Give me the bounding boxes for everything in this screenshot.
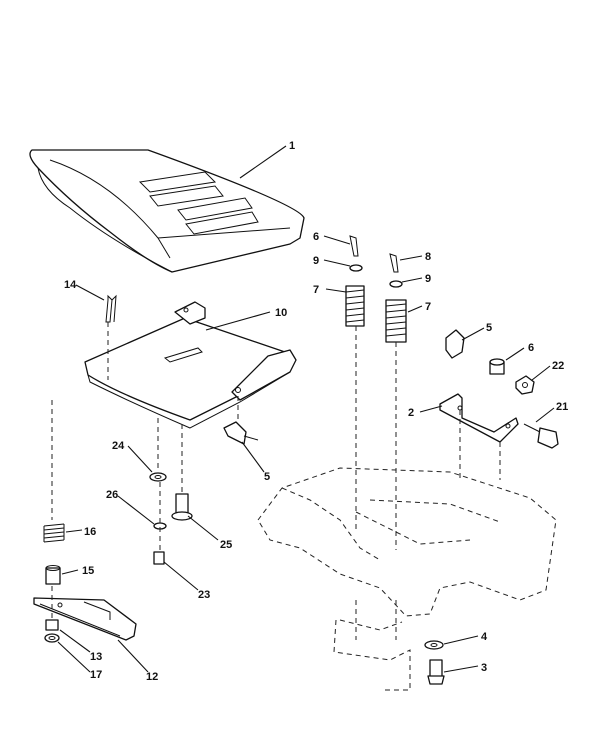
bushing-part-6-right [489,358,505,375]
leader-lines [57,145,555,673]
callout-6-right: 6 [528,342,534,354]
callout-3: 3 [481,662,487,674]
callout-5-left: 5 [264,471,270,483]
callout-17: 17 [90,669,102,681]
callout-9-right: 9 [425,273,431,285]
spring-part-7-left [345,285,365,327]
callout-15: 15 [82,565,94,577]
knob-part-21 [523,423,559,449]
callout-labels: 1 10 14 6 9 7 8 9 7 5 6 22 2 21 5 24 26 … [64,140,568,683]
washer-part-17 [44,633,60,643]
pin-part-8 [389,253,399,273]
nut-part-22 [515,375,535,395]
clip-part-5-right [445,329,465,359]
callout-25: 25 [220,539,232,551]
callout-5-right: 5 [486,322,492,334]
washer-part-4 [424,640,444,650]
callout-24: 24 [112,440,125,452]
pin-part-14 [105,294,117,323]
seat-pan-part [84,301,297,429]
bracket-part-2 [439,393,519,443]
callout-12: 12 [146,671,158,683]
nut-part-23 [153,551,165,565]
callout-7-right: 7 [425,301,431,313]
callout-21: 21 [556,401,568,413]
assembly-centerlines [51,322,501,640]
bushing-part-15 [45,565,61,585]
washer-part-24 [149,472,167,482]
pin-part-6 [349,235,359,257]
callout-1: 1 [289,140,295,152]
callout-16: 16 [84,526,96,538]
clip-part-5-left [223,421,259,445]
callout-7-left: 7 [313,284,319,296]
seat-part [29,149,305,273]
bracket-part-12 [33,597,137,641]
callout-4: 4 [481,631,488,643]
callout-22: 22 [552,360,564,372]
callout-9-left: 9 [313,255,319,267]
callout-6-top: 6 [313,231,319,243]
callout-10: 10 [275,307,287,319]
washer-part-9-left [349,264,363,272]
spring-part-16 [43,523,65,543]
washer-part-9-right [389,280,403,288]
tractor-body-outline [257,467,557,691]
callout-13: 13 [90,651,102,663]
callout-14: 14 [64,279,77,291]
callout-2: 2 [408,407,414,419]
bolt-part-3 [427,659,445,685]
spring-part-7-right [385,299,407,343]
nut-part-13 [45,619,59,631]
callout-23: 23 [198,589,210,601]
callout-26: 26 [106,489,118,501]
bolt-part-25 [171,493,193,521]
callout-8: 8 [425,251,431,263]
